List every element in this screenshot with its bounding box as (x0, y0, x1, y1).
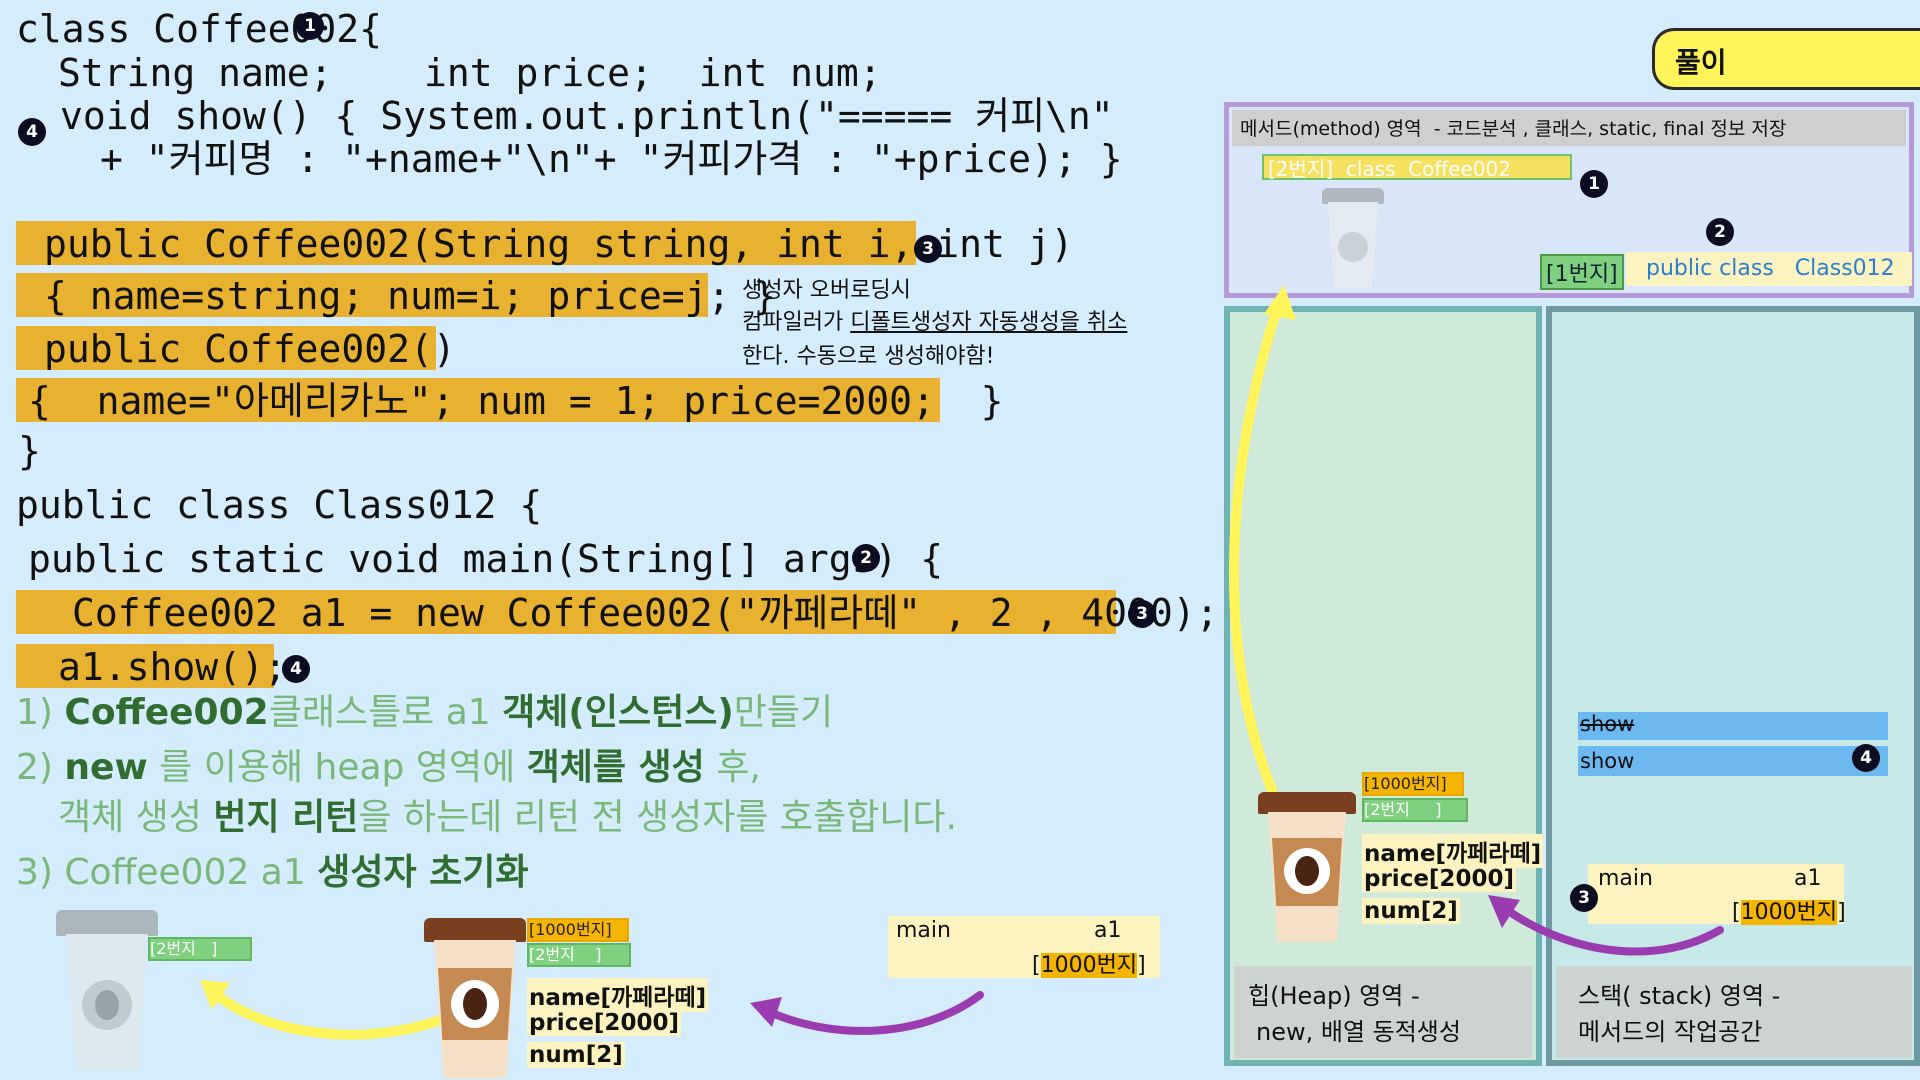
stack-frame-show-finished (1578, 712, 1888, 740)
code-line-show-body: + "커피명 : "+name+"\n"+ "커피가격 : "+price); … (100, 137, 1123, 181)
code-line-default-ctor: public Coffee002() (44, 327, 456, 371)
bottom-var-value: [1000번지] (1032, 953, 1146, 978)
stack-badge-3: 3 (1570, 884, 1598, 912)
heap-to-method-arrow (1228, 285, 1296, 795)
code-line-class-decl: class Coffee002{ (16, 7, 383, 51)
instance-field-name: name[까페라떼] (527, 978, 709, 1012)
explanation-step-1: 1) Coffee002클래스틀로 a1 객체(인스턴스)만들기 (16, 692, 834, 733)
bottom-yellow-arrow (200, 980, 445, 1040)
heap-title-box (1234, 966, 1532, 1058)
code-highlight-ctor-1 (16, 221, 916, 265)
method-cup-icon (1322, 188, 1384, 288)
stack-title-box (1556, 966, 1912, 1058)
heap-title-line1: 힙(Heap) 영역 - (1248, 982, 1420, 1010)
code-highlight-show (16, 644, 274, 688)
code-line-default-ctor-body: { name="아메리카노"; num = 1; price=2000; } (28, 379, 1004, 423)
code-highlight-new (16, 590, 1116, 634)
method-area-header (1232, 110, 1906, 146)
stack-var-value: [1000번지] (1732, 900, 1846, 925)
stack-var-label: a1 (1794, 866, 1822, 891)
heap-field-price: price[2000] (1362, 866, 1516, 892)
method-badge-2: 2 (1706, 218, 1734, 246)
instance-address-tag: [1000번지] (527, 918, 629, 942)
stack-badge-4: 4 (1852, 744, 1880, 772)
method-class-coffee: [2번지] class Coffee002 (1262, 154, 1572, 181)
code-line-fields: String name; int price; int num; (58, 51, 882, 95)
step-badge-3: 3 (914, 235, 942, 263)
code-line-ctor-body: { name=string; num=i; price=j; } (44, 274, 777, 318)
note-line-2: 컴파일러가 디폴트생성자 자동생성을 취소 (742, 310, 1128, 335)
step-badge-2: 2 (852, 544, 880, 572)
note-line-1: 생성자 오버로딩시 (742, 278, 911, 303)
stack-frame-show-label: show (1580, 749, 1635, 773)
bottom-var-label: a1 (1094, 918, 1122, 943)
code-line-show: void show() { System.out.println("===== … (60, 94, 1114, 138)
stack-main-label: main (1598, 866, 1653, 891)
heap-title-line2: new, 배열 동적생성 (1256, 1018, 1461, 1046)
instance-cup-icon (424, 918, 526, 1078)
stack-area-panel (1546, 306, 1920, 1066)
code-line-main-method: public static void main(String[] args) { (28, 537, 944, 581)
instance-class-tag: [2번지 ] (527, 943, 631, 967)
method-area-title: 메서드(method) 영역 - 코드분석 , 클래스, static, fin… (1240, 118, 1787, 140)
explanation-step-3: 3) Coffee002 a1 생성자 초기화 (16, 852, 529, 893)
step-badge-1: 1 (296, 12, 324, 40)
step-badge-4: 4 (18, 118, 46, 146)
note-underlined: 디폴트생성자 자동생성을 취소 (850, 310, 1128, 335)
code-highlight-ctor-1-body (16, 273, 708, 317)
heap-area-panel (1224, 306, 1542, 1066)
stack-frame-show (1578, 746, 1888, 776)
note-line-3: 한다. 수동으로 생성해야함! (742, 344, 995, 369)
code-line-ctor-params: public Coffee002(String string, int i, i… (44, 222, 1074, 266)
code-line-new-object: Coffee002 a1 = new Coffee002("까페라떼" , 2 … (72, 591, 1219, 635)
heap-address-tag: [1000번지] (1362, 772, 1464, 796)
heap-field-name: name[까페라떼] (1362, 834, 1544, 868)
code-highlight-ctor-2 (16, 326, 436, 370)
method-badge-1: 1 (1580, 170, 1608, 198)
code-line-show-call: a1.show(); (58, 645, 287, 689)
stack-to-heap-arrow (1488, 895, 1724, 956)
class-address-tag: [2번지 ] (148, 937, 252, 961)
stack-title-line2: 메서드의 작업공간 (1578, 1018, 1763, 1046)
bottom-purple-arrow (750, 991, 984, 1035)
instance-field-num: num[2] (527, 1042, 625, 1068)
method-class-main-addr: [1번지] (1540, 254, 1624, 290)
code-highlight-ctor-2-body (16, 378, 940, 422)
stack-title-line1: 스택( stack) 영역 - (1578, 982, 1781, 1010)
step-badge-3b: 3 (1128, 600, 1156, 628)
stack-frame-show-struck-label: show (1580, 712, 1635, 736)
code-line-main-class: public class Class012 { (16, 483, 543, 527)
bottom-main-label: main (896, 918, 951, 943)
step-badge-4b: 4 (282, 655, 310, 683)
explanation-step-2: 2) new 를 이용해 heap 영역에 객체를 생성 후, (16, 747, 761, 788)
heap-class-tag: [2번지 ] (1362, 798, 1468, 822)
method-class-main-name: public class Class012 (1626, 252, 1912, 286)
solution-button-label: 풀이 (1675, 46, 1727, 79)
code-line-close-brace: } (18, 429, 41, 473)
class-cup-icon (56, 910, 158, 1070)
solution-button[interactable]: 풀이 (1652, 28, 1920, 90)
heap-cup-icon (1258, 792, 1356, 942)
instance-field-price: price[2000] (527, 1010, 681, 1036)
explanation-step-2-cont: 객체 생성 번지 리턴을 하는데 리턴 전 생성자를 호출합니다. (58, 797, 957, 838)
heap-field-num: num[2] (1362, 898, 1460, 924)
